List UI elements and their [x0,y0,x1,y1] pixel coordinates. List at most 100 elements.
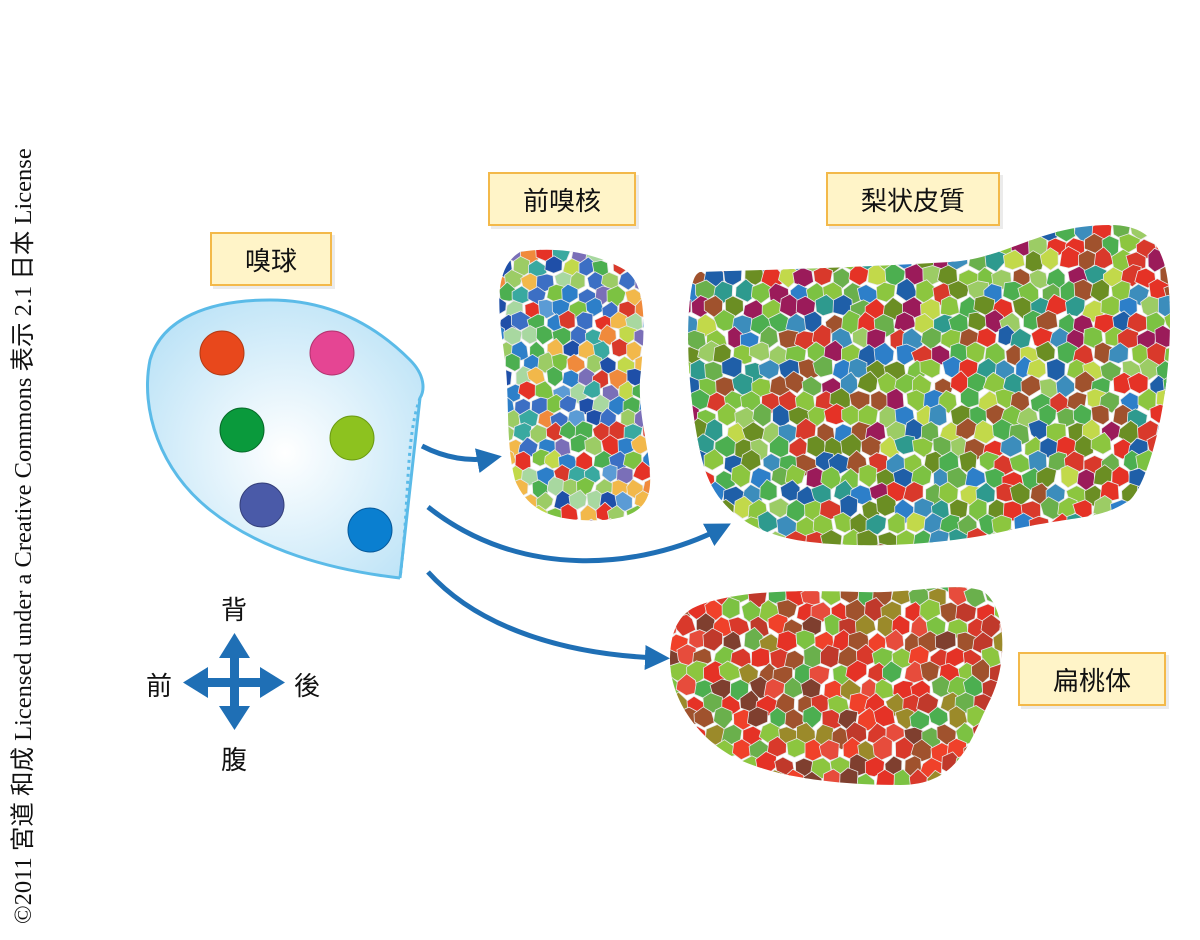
mosaic-cell [1118,225,1139,227]
mosaic-cell [659,345,680,367]
mosaic-cell [475,463,491,483]
mosaic-cell [784,370,805,395]
mosaic-cell [858,464,878,488]
mosaic-cell [875,493,897,517]
mosaic-cell [688,417,689,442]
mosaic-cell [848,692,870,716]
mosaic-cell [1125,497,1150,520]
label-olfactory-bulb: 嗅球 [210,232,332,286]
mosaic-cell [1028,515,1051,538]
mosaic-cell [906,544,927,546]
mosaic-cell [645,708,664,728]
mosaic-cell [1090,404,1110,426]
mosaic-cell [578,256,595,277]
mosaic-cell [644,341,651,362]
mosaic-cell [769,248,790,271]
mosaic-cell [733,528,755,546]
mosaic-cell [670,587,682,606]
mosaic-cell [803,225,826,242]
mosaic-cell [574,249,593,251]
mosaic-cell [679,587,699,610]
mosaic-cell [646,249,651,264]
arrow-to-piriform [426,505,731,564]
mosaic-cell [753,531,773,546]
mosaic-cell [1060,465,1080,489]
mosaic-cell [730,463,752,488]
mosaic-cell [670,754,671,778]
mosaic-cell [1010,540,1031,546]
mosaic-cell [1009,225,1030,226]
mosaic-cell [895,529,917,546]
mosaic-cell [480,260,499,277]
mosaic-cell [923,450,943,475]
mosaic-cell [1065,544,1088,546]
mosaic-cell [473,246,491,266]
mosaic-cell [688,236,689,260]
mosaic-cell [886,236,910,259]
mosaic-cell [1108,342,1129,364]
mosaic-cell [992,587,1003,594]
mosaic-cell [994,596,1003,621]
mosaic-cell [475,270,492,291]
mosaic-cell [711,772,733,785]
mosaic-cell [618,518,638,521]
mosaic-cell [676,770,696,785]
mosaic-cell [738,662,759,685]
mosaic-cell [713,309,736,332]
mosaic-cell [499,313,500,336]
direction-anterior: 前 [146,672,173,702]
mosaic-cell [868,543,889,546]
mosaic-cell [661,467,681,490]
mosaic-cell [499,352,505,374]
mosaic-cell [955,602,977,623]
mosaic-cell [812,355,834,378]
mosaic-cell [1156,225,1170,226]
mosaic-cell [677,741,698,765]
mosaic-cell [499,466,508,487]
mosaic-cell [688,326,690,347]
mosaic-cell [716,402,739,427]
mosaic-cell [1140,225,1162,227]
mosaic-cell [984,710,1003,734]
mosaic-cell [1156,420,1170,444]
mosaic-cell [1027,419,1048,442]
mosaic-cell [723,225,746,227]
mosaic-cell [670,709,680,730]
mosaic-cell [948,705,968,729]
mosaic-cell [571,521,586,539]
mosaic-cell [688,548,708,569]
mosaic-cell [910,738,933,763]
mosaic-cell [875,281,896,303]
mosaic-cell [603,517,622,521]
mosaic-cell [850,587,871,589]
mosaic-cell [1144,495,1166,519]
mosaic-cell [1100,511,1121,533]
mosaic-cell [670,724,687,747]
compass-down-arrowhead [219,706,250,730]
mosaic-cell [685,587,708,592]
mosaic-cell [1002,249,1026,271]
mosaic-cell [988,721,1003,744]
mosaic-cell [640,674,661,698]
mosaic-cell [812,266,834,286]
mosaic-cell [660,249,679,271]
mosaic-cell [535,518,553,521]
mosaic-cell [908,768,928,785]
direction-ventral: 腹 [221,746,248,776]
mosaic-cell [632,519,651,521]
mosaic-cell [670,601,674,622]
mosaic-cell [984,770,1003,785]
mosaic-cell [689,484,707,507]
mosaic-cell [649,724,667,746]
mosaic-cell [638,506,651,521]
mosaic-cell [475,301,493,320]
mosaic-cell [974,755,998,779]
mosaic-cell [1139,542,1161,546]
mosaic-cell [1161,225,1170,244]
mosaic-cell [684,751,708,774]
mosaic-cell [591,249,611,251]
mosaic-cell [646,324,651,346]
mosaic-cell [1163,310,1170,335]
mosaic-cell [499,295,507,318]
mosaic-cell [1026,358,1047,379]
